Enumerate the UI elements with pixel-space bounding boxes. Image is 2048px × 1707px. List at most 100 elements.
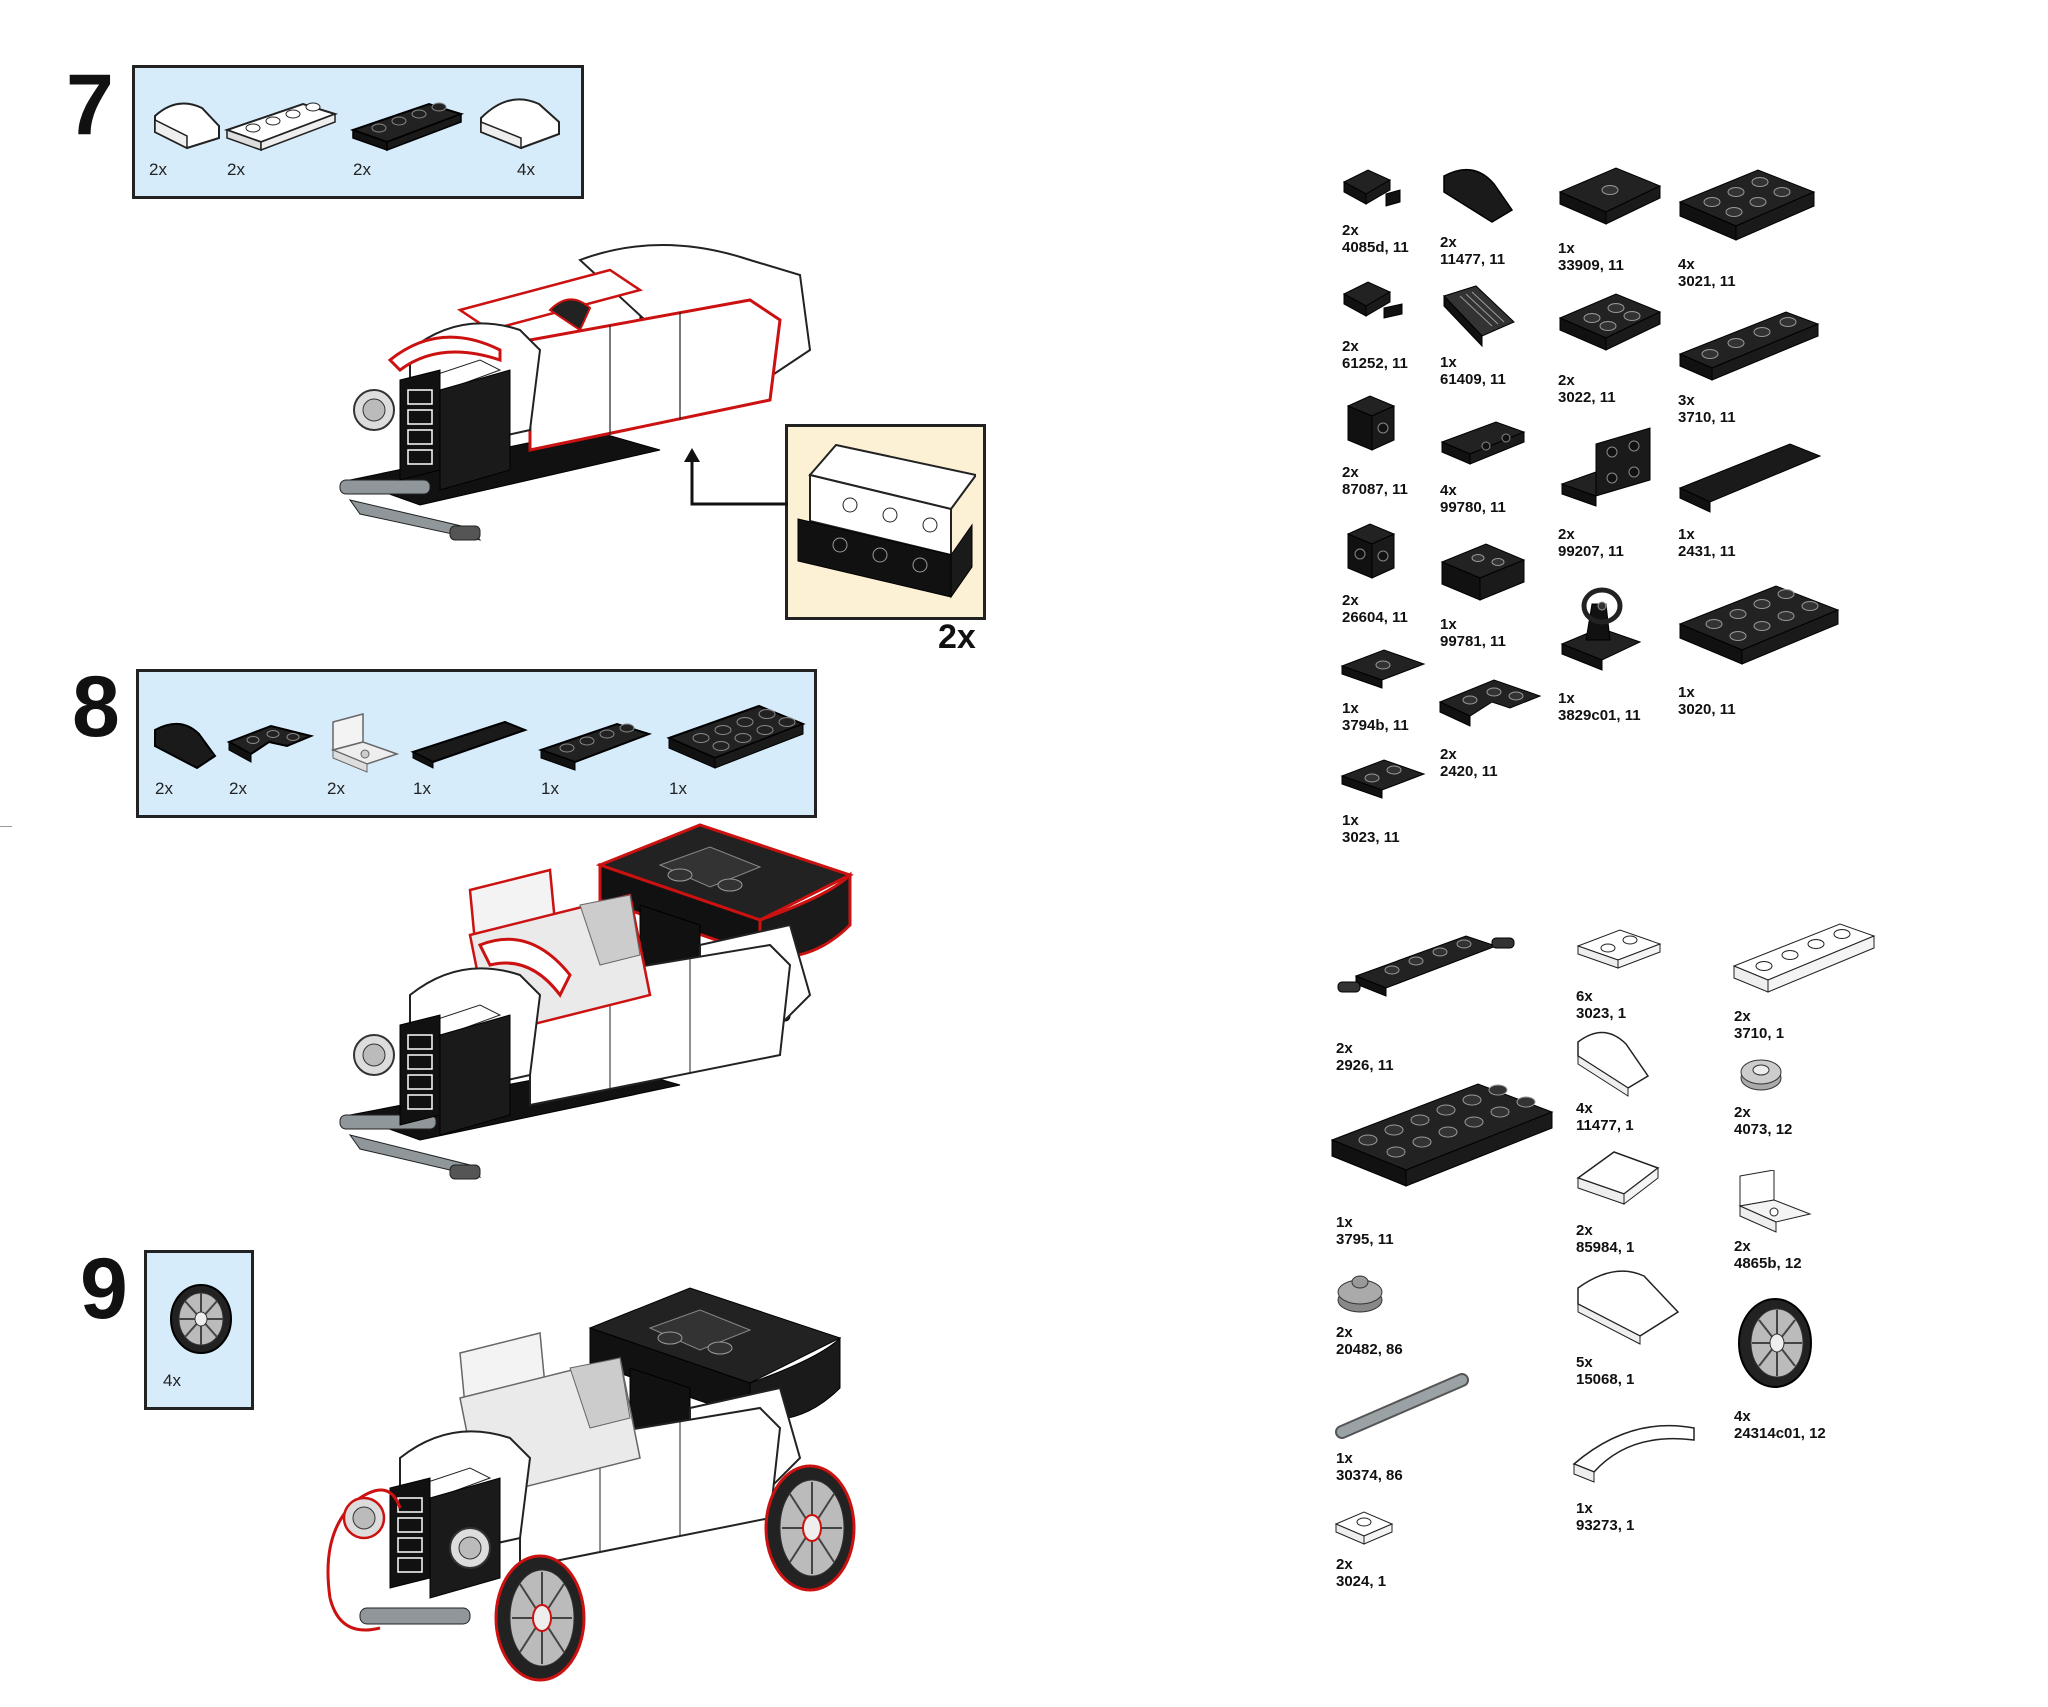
bracket-1x2-icon	[1440, 421, 1526, 465]
part-qty: 4x	[517, 160, 535, 179]
white-curved-slope-large-icon	[480, 98, 560, 150]
plate-1x2-icon	[1340, 759, 1426, 799]
plate-2x2-studded-icon	[1558, 293, 1662, 351]
part-qty: 1x	[541, 779, 559, 798]
black-curved-slope-icon	[154, 723, 217, 770]
steering-wheel-icon	[1560, 587, 1642, 671]
grey-round-plate-icon	[1740, 1059, 1782, 1091]
printed-slope-icon	[1443, 285, 1515, 348]
white-slope-icon	[1576, 1151, 1660, 1206]
step-8-car-model	[339, 823, 854, 1180]
black-plate-2x4-icon	[666, 704, 806, 769]
white-curved-slope-2x2-icon	[1577, 1270, 1680, 1345]
crop-mark	[0, 826, 12, 827]
part-qty: 1x	[669, 779, 687, 798]
plate-1x4-icon	[1678, 311, 1820, 381]
white-curved-slope-icon	[154, 102, 220, 150]
front-wheel-far	[326, 1488, 402, 1632]
white-plate-1x4-icon	[223, 102, 339, 152]
step-7-subassembly-box	[785, 424, 986, 620]
white-hinge-tile-icon	[1738, 1170, 1812, 1233]
tile-1x6-icon	[1678, 443, 1822, 513]
bracket-inverted-icon	[1440, 543, 1526, 601]
part-qty: 2x	[229, 779, 247, 798]
subassembly-plate-stack-icon	[797, 443, 976, 599]
black-plate-1x4-icon	[349, 102, 465, 152]
grey-round-brick-icon	[1337, 1275, 1383, 1313]
brick-1x1-two-studs-icon	[1346, 523, 1396, 579]
corner-plate-icon	[1438, 679, 1542, 727]
plate-2x3-icon	[1678, 169, 1816, 241]
clear-windscreen-icon	[330, 713, 400, 773]
brick-1x1-studded-icon	[1346, 395, 1396, 451]
plate-clip-horizontal-icon	[1342, 281, 1403, 319]
black-plate-1x4-icon	[537, 722, 653, 771]
white-arch-curve-icon	[1572, 1424, 1695, 1483]
white-plate-1x2-icon	[1576, 929, 1662, 969]
spoked-wheel-icon	[170, 1284, 232, 1354]
step-number-9: 9	[80, 1241, 128, 1337]
step-number-7: 7	[66, 57, 114, 153]
part-qty: 2x	[327, 779, 345, 798]
black-tile-1x6-icon	[410, 720, 528, 769]
step-number-8: 8	[72, 659, 120, 755]
black-plate-2x6-icon	[1330, 1083, 1554, 1187]
part-qty: 2x	[155, 779, 173, 798]
step-8-parts-callout: 2x 2x 2x 1x 1x	[136, 669, 817, 818]
part-qty: 2x	[227, 160, 245, 179]
plate-clip-icon	[1342, 169, 1401, 207]
plate-2x2-icon	[1558, 167, 1662, 225]
front-wheel-near	[494, 1554, 586, 1682]
step-7-parts-callout: 2x 2x 2x 4x	[132, 65, 584, 199]
white-plate-1x4-icon	[1732, 923, 1876, 993]
bracket-2x2-icon	[1560, 427, 1651, 507]
grey-bar-icon	[1335, 1373, 1469, 1439]
step-7-car-model	[339, 244, 812, 541]
plate-2x4-icon	[1678, 585, 1840, 665]
subassembly-arrow-icon	[684, 448, 788, 506]
step-9-parts-callout: 4x	[144, 1250, 254, 1410]
part-qty: 2x	[149, 160, 167, 179]
black-corner-plate-icon	[226, 724, 315, 763]
subassembly-qty: 2x	[938, 618, 976, 656]
curved-slope-icon	[1443, 168, 1514, 223]
part-qty: 1x	[413, 779, 431, 798]
white-curved-slope-icon	[1577, 1031, 1650, 1097]
plate-with-pins-icon	[1337, 935, 1515, 997]
spoked-wheel-icon	[1738, 1298, 1812, 1388]
plate-jumper-icon	[1340, 649, 1426, 689]
part-qty: 4x	[163, 1371, 181, 1390]
rear-wheel	[764, 1464, 856, 1592]
step-9-car-model	[326, 1287, 856, 1682]
